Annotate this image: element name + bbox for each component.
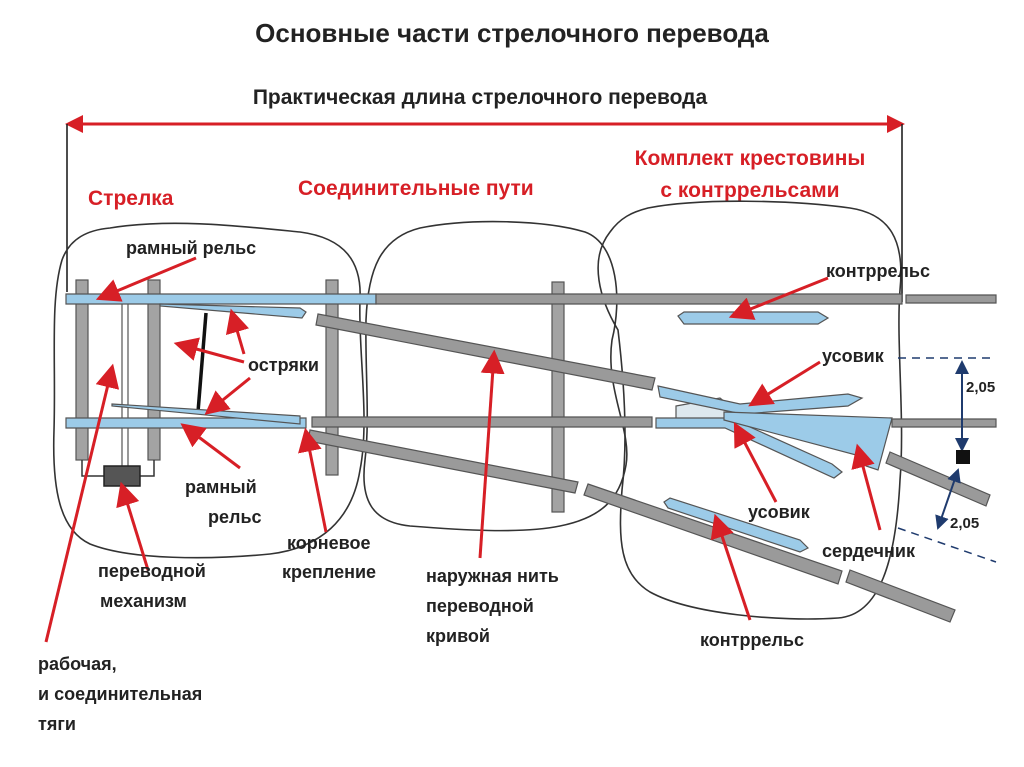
guard-rail-top (677, 311, 830, 325)
switch-section-outline (52, 222, 365, 559)
section-crossing-label-line1: Комплект крестовины (635, 147, 866, 170)
dimension-marks (897, 357, 997, 563)
straight-rail-bottom (311, 416, 653, 428)
label-outer-rail-line3: кривой (426, 626, 490, 646)
switch-rods (121, 304, 208, 472)
label-switch-blades: остряки (248, 355, 319, 375)
diverging-rail-lower-continuation (845, 569, 956, 623)
label-rods-line3: тяги (38, 714, 76, 734)
label-wing-rail-bottom: усовик (748, 502, 811, 522)
practical-length-bracket (65, 115, 905, 302)
label-outer-rail-line2: переводной (426, 596, 534, 616)
label-heel-joint-line1: корневое (287, 533, 370, 553)
dimension-upper-label: 2,05 (966, 379, 995, 396)
label-switch-mechanism-line1: переводной (98, 561, 206, 581)
label-heel-joint-line2: крепление (282, 562, 376, 582)
label-stock-rail-top: рамный рельс (126, 238, 256, 258)
straight-rail-bottom-continuation (891, 418, 997, 428)
label-guard-rail-top: контррельс (826, 261, 930, 281)
section-connecting-label: Соединительные пути (298, 177, 534, 200)
label-stock-rail-bottom-line1: рамный (185, 477, 257, 497)
straight-rail-top (375, 293, 903, 305)
section-crossing-label-line2: с контррельсами (660, 179, 839, 202)
label-wing-rail-top: усовик (822, 346, 885, 366)
diverging-rail-upper-continuation (885, 451, 991, 507)
section-switch-label: Стрелка (88, 187, 174, 210)
dimension-lower-label: 2,05 (950, 515, 979, 532)
switch-mechanism-box (81, 460, 155, 487)
straight-rail-top-continuation (905, 294, 997, 304)
practical-length-label: Практическая длина стрелочного перевода (253, 86, 708, 109)
label-frog: сердечник (822, 541, 916, 561)
diverging-rail-lower (583, 483, 843, 585)
tie (75, 279, 89, 461)
crossing-section-outline (597, 200, 903, 620)
tie (551, 281, 565, 513)
stock-rail-top (65, 293, 377, 305)
diagram-title: Основные части стрелочного перевода (255, 18, 769, 48)
pointer-arrows (44, 256, 882, 643)
label-guard-rail-bottom: контррельс (700, 630, 804, 650)
guard-rail-bottom (663, 497, 810, 553)
label-stock-rail-bottom-line2: рельс (208, 507, 262, 527)
inner-closure-rail (307, 429, 579, 494)
label-outer-rail-line1: наружная нить (426, 566, 559, 586)
label-rods-line1: рабочая, (38, 654, 117, 674)
label-switch-mechanism-line2: механизм (100, 591, 187, 611)
label-rods-line2: и соединительная (38, 684, 202, 704)
tie (147, 279, 161, 461)
